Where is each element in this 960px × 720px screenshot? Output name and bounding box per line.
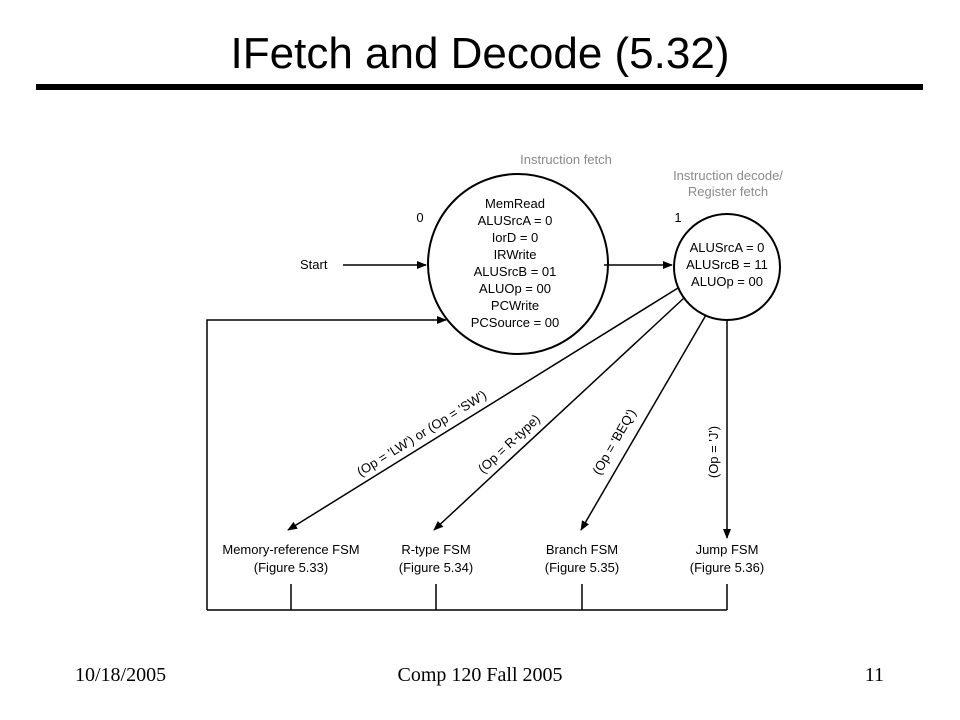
slide-title: IFetch and Decode (5.32) xyxy=(230,29,730,78)
state-0-signal: ALUOp = 00 xyxy=(479,281,551,296)
transition-label-rtype: (Op = R-type) xyxy=(475,411,543,476)
state-0-signal: ALUSrcA = 0 xyxy=(478,213,553,228)
footer-date: 10/18/2005 xyxy=(75,664,167,686)
state-0-signal: IorD = 0 xyxy=(492,230,539,245)
target-jump-name: Jump FSM xyxy=(696,542,759,557)
state-1-caption: Register fetch xyxy=(688,184,768,199)
transition-arrow-branch xyxy=(580,314,707,531)
state-1-caption: Instruction decode/ xyxy=(673,168,783,183)
footer-course: Comp 120 Fall 2005 xyxy=(397,664,563,686)
state-0-signal: MemRead xyxy=(485,196,545,211)
transition-arrow-memref xyxy=(287,287,679,531)
state-0-signal: PCSource = 00 xyxy=(471,315,560,330)
state-0-signal: IRWrite xyxy=(494,247,537,262)
footer-page-number: 11 xyxy=(864,664,884,686)
state-0-signal: ALUSrcB = 01 xyxy=(474,264,557,279)
state-0-signal: PCWrite xyxy=(491,298,539,313)
transition-label-jump: (Op = 'J') xyxy=(706,426,721,478)
state-1-signal: ALUSrcA = 0 xyxy=(690,240,765,255)
state-1: 1 Instruction decode/ Register fetch ALU… xyxy=(673,168,783,321)
start-label: Start xyxy=(300,257,328,272)
target-branch-name: Branch FSM xyxy=(546,542,618,557)
transition-label-memref: (Op = 'LW') or (Op = 'SW') xyxy=(354,387,489,479)
state-0: 0 Instruction fetch MemRead ALUSrcA = 0 … xyxy=(416,152,612,355)
state-1-number: 1 xyxy=(674,210,681,225)
state-0-number: 0 xyxy=(416,210,423,225)
state-0-circle xyxy=(427,173,609,355)
target-jump-figure: (Figure 5.36) xyxy=(690,560,764,575)
state-1-signal: ALUSrcB = 11 xyxy=(686,257,768,272)
target-memref-figure: (Figure 5.33) xyxy=(254,560,328,575)
transition-arrow-rtype xyxy=(433,297,685,531)
target-branch-figure: (Figure 5.35) xyxy=(545,560,619,575)
return-path xyxy=(206,316,447,610)
title-underline xyxy=(36,84,923,90)
target-rtype-name: R-type FSM xyxy=(401,542,470,557)
state-0-caption: Instruction fetch xyxy=(520,152,612,167)
state-1-signal: ALUOp = 00 xyxy=(691,274,763,289)
target-memref-name: Memory-reference FSM xyxy=(222,542,359,557)
target-rtype-figure: (Figure 5.34) xyxy=(399,560,473,575)
